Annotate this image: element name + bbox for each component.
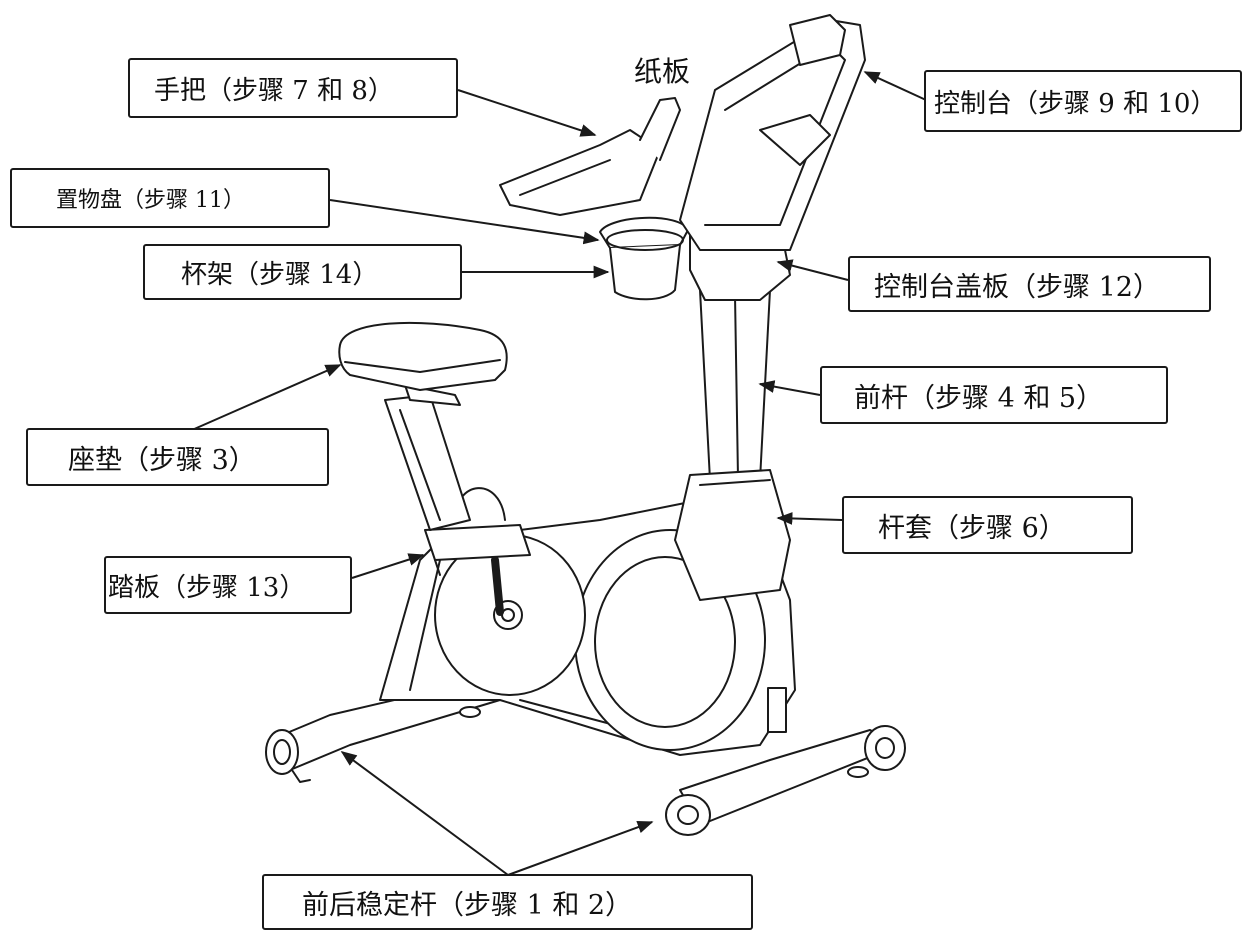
post-cover-label: 杆套（步骤 6）	[842, 496, 1133, 554]
seat	[339, 323, 506, 390]
pedal-label: 踏板（步骤 13）	[104, 556, 352, 614]
seat-label: 座垫（步骤 3）	[26, 428, 329, 486]
post-cover-arrow	[778, 518, 842, 520]
rear-stabilizer-arrow	[342, 752, 508, 875]
handlebar	[500, 98, 680, 215]
front-post	[700, 290, 770, 480]
console-cover-label: 控制台盖板（步骤 12）	[848, 256, 1211, 312]
stabilizers-label: 前后稳定杆（步骤 1 和 2）	[262, 874, 753, 930]
seat-arrow	[192, 365, 340, 430]
cup-holder-tray	[600, 218, 688, 299]
seat-post	[385, 385, 470, 530]
cup-holder-label: 杯架（步骤 14）	[143, 244, 462, 300]
handlebar-arrow	[458, 90, 595, 135]
front-post-label: 前杆（步骤 4 和 5）	[820, 366, 1168, 424]
console-label: 控制台（步骤 9 和 10）	[924, 70, 1242, 132]
tray-label: 置物盘（步骤 11）	[10, 168, 330, 228]
bike-drawing	[266, 15, 905, 835]
console-arrow	[865, 72, 926, 100]
console	[680, 15, 865, 250]
pedal-arrow	[352, 555, 423, 578]
post-cover	[675, 470, 790, 600]
front-post-arrow	[760, 384, 820, 395]
paper-plate-label: 纸板	[634, 50, 690, 90]
handlebar-label: 手把（步骤 7 和 8）	[128, 58, 458, 118]
front-stabilizer-arrow	[508, 822, 652, 875]
